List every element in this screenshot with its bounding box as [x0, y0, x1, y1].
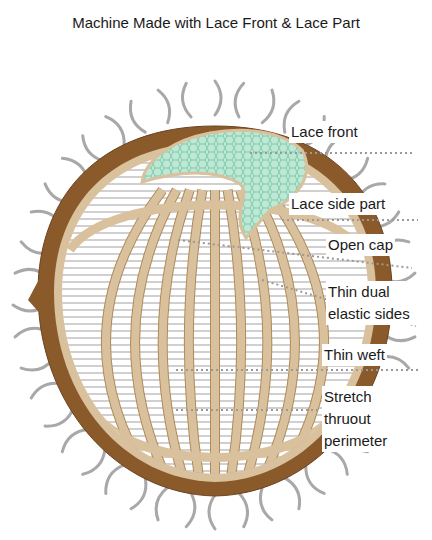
- lace-front: [142, 130, 307, 238]
- diagram-title: Machine Made with Lace Front & Lace Part: [0, 14, 432, 31]
- hair-wisp: [262, 90, 274, 123]
- elastic-strip: [254, 190, 295, 476]
- elastic-strip: [189, 190, 203, 476]
- hair-wisp: [239, 493, 248, 527]
- hair-wisp: [62, 429, 88, 451]
- leader-line: [282, 219, 418, 221]
- hair-wisp: [131, 478, 146, 509]
- hair-wisp: [130, 101, 145, 132]
- hair-wisp: [182, 83, 191, 117]
- weft-line: [50, 177, 380, 178]
- hair-wisp: [325, 449, 347, 475]
- hair-wisp: [215, 81, 221, 115]
- leader-line: [176, 409, 318, 411]
- hair-wisp: [106, 117, 124, 146]
- elastic-strip-edge: [254, 190, 295, 476]
- leader-line: [250, 152, 412, 154]
- hair-wisp: [260, 487, 272, 520]
- hair-wisp: [158, 90, 170, 123]
- part-label: Stretch thruout perimeter: [322, 386, 406, 452]
- hair-wisp: [235, 83, 244, 117]
- hair-wisp: [285, 478, 300, 509]
- elastic-strip-edge: [210, 190, 220, 476]
- hair-wisp: [45, 408, 74, 426]
- ear-tab-left: [28, 270, 44, 318]
- part-label: Lace side part: [289, 193, 387, 215]
- elastic-strip: [211, 190, 219, 476]
- hair-wisp: [83, 449, 105, 475]
- part-label: Thin dual elastic sides: [326, 281, 428, 325]
- part-label: Open cap: [326, 234, 395, 256]
- bottom-stretch-band: [100, 420, 330, 458]
- hair-wisp: [156, 487, 168, 520]
- elastic-strip: [268, 190, 325, 476]
- hair-wisp: [306, 465, 324, 494]
- elastic-strip: [228, 190, 242, 476]
- elastic-strip-edge: [189, 190, 203, 476]
- elastic-strips: [106, 190, 324, 476]
- elastic-strip-edge: [228, 190, 242, 476]
- part-label: Lace front: [289, 121, 360, 143]
- part-label: Thin weft: [322, 344, 387, 366]
- leader-line: [176, 369, 418, 371]
- weft-line: [50, 184, 380, 185]
- elastic-strip-edge: [268, 190, 325, 476]
- hair-wisp: [186, 493, 195, 527]
- hair-wisp: [209, 495, 215, 529]
- hair-wisp: [106, 465, 124, 494]
